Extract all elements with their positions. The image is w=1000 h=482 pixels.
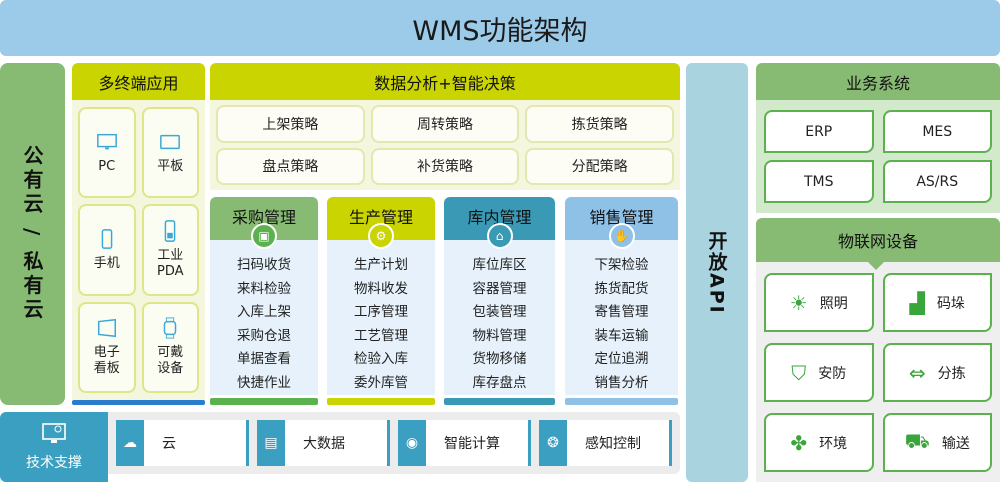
business-systems-panel: 业务系统 ERP MES TMS AS/RS [756, 63, 1000, 213]
module-item: 物料收发 [354, 280, 408, 297]
module-item: 工艺管理 [354, 327, 408, 344]
module-item: 下架检验 [594, 257, 649, 273]
module-item: 容器管理 [472, 280, 527, 297]
system-asrs: AS/RS [882, 160, 992, 203]
module-title: 生产管理 [348, 208, 413, 227]
clover-icon: ✤ [790, 430, 808, 455]
module-item: 拣货配货 [594, 280, 649, 297]
terminals-panel: 多终端应用 PC 平板 手机 工业PDA 电子看板 可戴设备 [72, 63, 205, 405]
terminal-wearable: 可戴设备 [141, 301, 199, 393]
module-item: 工序管理 [354, 304, 408, 320]
terminals-header: 多终端应用 [72, 63, 205, 100]
iot-environment: ✤环境 [764, 413, 874, 472]
terminal-board: 电子看板 [78, 301, 136, 393]
strategy-item: 补货策略 [370, 147, 520, 185]
forklift-icon: ▟ [909, 290, 925, 315]
business-header: 业务系统 [756, 63, 1000, 100]
module-item: 装车运输 [594, 327, 649, 344]
module-item: 货物移储 [472, 351, 527, 367]
module-title: 采购管理 [231, 208, 296, 227]
system-mes: MES [882, 110, 992, 153]
module-item: 库存盘点 [472, 374, 527, 391]
computer-icon [42, 423, 66, 443]
shield-icon: ⛉ [791, 360, 807, 385]
module-item: 库位库区 [472, 257, 527, 273]
purchase-icon: ▣ [251, 223, 277, 249]
iot-lighting: ☀照明 [764, 273, 874, 332]
sensor-icon: ❂ [539, 420, 567, 466]
module-item: 采购仓退 [237, 327, 291, 344]
terminal-phone: 手机 [78, 204, 136, 296]
tablet-icon [160, 134, 181, 149]
cloud-panel: 公有云 / 私有云 [0, 63, 65, 405]
iot-header: 物联网设备 [756, 218, 1000, 270]
tech-support-header: 技术支撑 [0, 412, 108, 482]
handshake-icon: ✋ [608, 223, 635, 249]
module-item: 快捷作业 [237, 374, 291, 391]
page-title: WMS功能架构 [0, 0, 1000, 56]
terminal-pc: PC [78, 107, 136, 199]
module-item: 包装管理 [472, 304, 527, 320]
pulse-icon: ◉ [398, 420, 426, 466]
module-purchase: 采购管理▣ 扫码收货来料检验入库上架采购仓退单据查看快捷作业 [210, 197, 318, 405]
module-item: 检验入库 [354, 351, 408, 367]
module-title: 库内管理 [467, 208, 532, 227]
iot-sorting: ⇔分拣 [882, 343, 992, 402]
tech-support-panel: ☁云 ▤大数据 ◉智能计算 ❂感知控制 [108, 412, 680, 474]
module-item: 入库上架 [237, 304, 291, 320]
strategy-item: 拣货策略 [525, 105, 674, 143]
open-api-label: 开放API [705, 230, 728, 315]
module-item: 定位追溯 [594, 351, 649, 367]
system-tms: TMS [764, 160, 874, 203]
sorting-icon: ⇔ [908, 360, 926, 385]
truck-icon: ⛟ [904, 429, 930, 453]
cloud-icon: ☁ [116, 420, 144, 466]
open-api-panel: 开放API [686, 63, 748, 482]
strategy-item: 分配策略 [525, 147, 674, 185]
server-icon: ▤ [257, 420, 285, 466]
module-bar [210, 398, 318, 405]
analysis-header: 数据分析+智能决策 [210, 63, 680, 100]
strategy-item: 周转策略 [370, 105, 520, 143]
module-item: 委外库管 [354, 374, 408, 391]
module-item: 生产计划 [354, 257, 408, 273]
module-title: 销售管理 [589, 208, 654, 227]
phone-icon [101, 229, 113, 249]
tech-sensing: ❂感知控制 [539, 420, 672, 466]
bulb-icon: ☀ [789, 290, 808, 315]
module-bar [565, 398, 678, 405]
iot-security: ⛉安防 [764, 343, 874, 402]
module-bar [327, 398, 435, 405]
module-item: 物料管理 [472, 327, 527, 344]
watch-icon [164, 317, 177, 339]
tech-computing: ◉智能计算 [398, 420, 531, 466]
module-bar [444, 398, 555, 405]
monitor-icon [96, 133, 117, 149]
iot-palletizing: ▟码垛 [882, 273, 992, 332]
system-erp: ERP [764, 110, 874, 153]
iot-panel: 物联网设备 ☀照明 ▟码垛 ⛉安防 ⇔分拣 ✤环境 ⛟输送 [756, 218, 1000, 482]
terminals-bar [72, 400, 205, 405]
cloud-label: 公有云 / 私有云 [20, 145, 44, 323]
analysis-panel: 数据分析+智能决策 上架策略 周转策略 拣货策略 盘点策略 补货策略 分配策略 [210, 63, 680, 190]
module-warehouse: 库内管理⌂ 库位库区容器管理包装管理物料管理货物移储库存盘点 [444, 197, 555, 405]
module-item: 扫码收货 [237, 257, 291, 273]
module-item: 销售分析 [594, 374, 649, 391]
strategy-item: 上架策略 [216, 105, 365, 143]
terminal-pda: 工业PDA [141, 204, 199, 296]
display-board-icon [97, 319, 116, 338]
warehouse-icon: ⌂ [486, 223, 513, 249]
module-item: 来料检验 [237, 280, 291, 297]
tech-bigdata: ▤大数据 [257, 420, 390, 466]
terminal-tablet: 平板 [141, 107, 199, 199]
robot-arm-icon: ⚙ [368, 223, 394, 249]
module-production: 生产管理⚙ 生产计划物料收发工序管理工艺管理检验入库委外库管 [327, 197, 435, 405]
module-item: 单据查看 [237, 351, 291, 367]
module-item: 寄售管理 [594, 304, 649, 320]
strategy-item: 盘点策略 [216, 147, 365, 185]
pda-icon [164, 220, 176, 242]
iot-conveying: ⛟输送 [882, 413, 992, 472]
tech-cloud: ☁云 [116, 420, 249, 466]
module-sales: 销售管理✋ 下架检验拣货配货寄售管理装车运输定位追溯销售分析 [565, 197, 678, 405]
